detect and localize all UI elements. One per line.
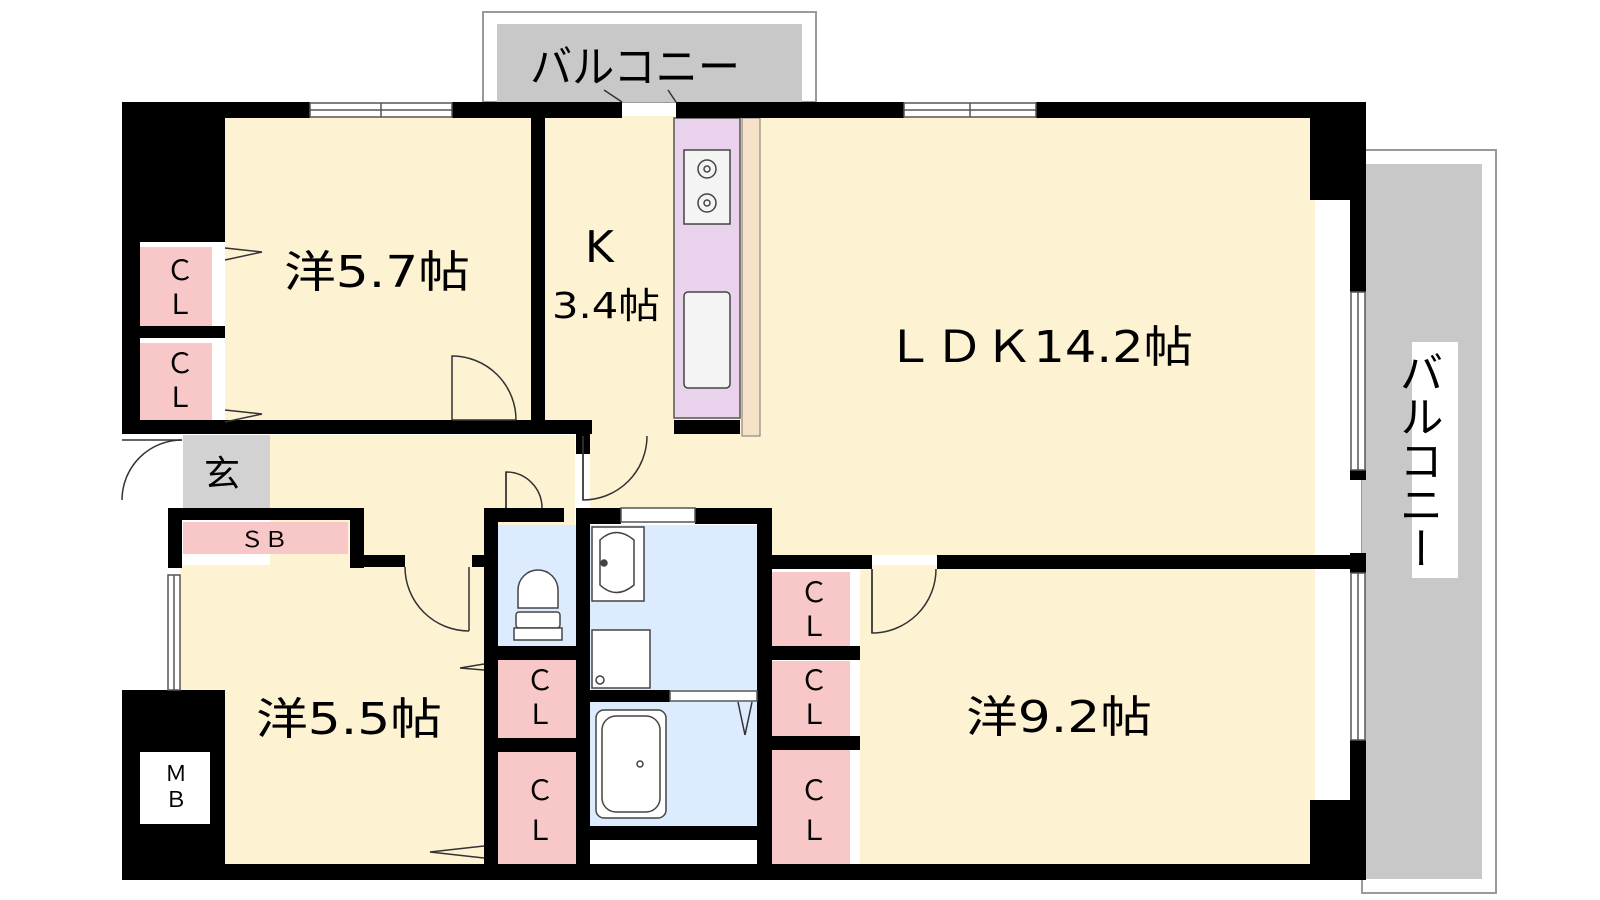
bathtub-icon (595, 709, 667, 819)
closet-nw-lower (140, 343, 212, 421)
room-ldk (590, 116, 1315, 555)
walls (122, 102, 1366, 880)
closet-label-se-3: Ｃ Ｌ (800, 774, 828, 847)
stove-icon (683, 149, 731, 225)
svg-text:Ｃ: Ｃ (166, 347, 194, 380)
closet-sw-upper (498, 660, 576, 738)
closet-label-se-2: Ｃ Ｌ (800, 664, 828, 731)
toilet-icon (513, 569, 563, 641)
entrance-label: 玄 (204, 454, 240, 495)
kitchen-cabinet-strip (741, 117, 761, 437)
svg-text:Ｌ: Ｌ (166, 381, 194, 414)
svg-text:Ｃ: Ｃ (800, 774, 828, 807)
closet-se-1 (770, 572, 850, 647)
meter-box-label-bottom: Ｂ (165, 788, 187, 813)
shoe-box (183, 522, 348, 554)
closet-label-nw-upper: Ｃ Ｌ (166, 254, 194, 321)
kitchen-size-label: 3.4帖 (552, 286, 660, 327)
balcony-top (482, 11, 817, 103)
svg-text:Ｌ: Ｌ (800, 814, 828, 847)
svg-text:Ｌ: Ｌ (526, 698, 554, 731)
svg-text:Ｌ: Ｌ (800, 698, 828, 731)
balcony-right-label: バルコニー (1392, 342, 1458, 578)
room-western-se (860, 565, 1315, 877)
closet-label-sw-lower: Ｃ Ｌ (526, 774, 554, 847)
closet-label-sw-upper: Ｃ Ｌ (526, 664, 554, 731)
closet-se-3 (770, 750, 850, 874)
room-western-nw-label: 洋5.7帖 (284, 247, 470, 298)
room-western-nw (225, 116, 531, 422)
entrance-floor (183, 435, 270, 508)
closet-label-se-1: Ｃ Ｌ (800, 576, 828, 643)
svg-text:Ｃ: Ｃ (166, 254, 194, 287)
room-western-sw-label: 洋5.5帖 (256, 694, 442, 745)
closet-nw-upper (140, 247, 212, 327)
balcony-top-label: バルコニー (530, 42, 740, 93)
shoe-box-label: ＳＢ (240, 528, 288, 553)
kitchen-k-label: K (585, 222, 615, 273)
room-western-se-label: 洋9.2帖 (966, 692, 1152, 743)
balcony-right-text: バルコニー (1392, 350, 1443, 570)
svg-text:Ｃ: Ｃ (526, 664, 554, 697)
washbasin-icon (591, 526, 645, 602)
svg-text:Ｃ: Ｃ (526, 774, 554, 807)
washing-machine-pan-icon (591, 629, 651, 689)
svg-text:Ｃ: Ｃ (800, 664, 828, 697)
svg-text:Ｌ: Ｌ (800, 610, 828, 643)
windows (167, 102, 1366, 741)
closet-se-2 (770, 661, 850, 736)
door-swing-icon (121, 89, 937, 859)
closet-sw-lower (498, 752, 576, 874)
room-western-sw (180, 565, 488, 877)
sink-icon (683, 291, 731, 389)
svg-text:Ｃ: Ｃ (800, 576, 828, 609)
ldk-label: ＬＤＫ14.2帖 (885, 322, 1193, 373)
svg-text:Ｌ: Ｌ (526, 814, 554, 847)
meter-box-label-top: Ｍ (165, 762, 187, 787)
closet-label-nw-lower: Ｃ Ｌ (166, 347, 194, 414)
svg-text:Ｌ: Ｌ (166, 288, 194, 321)
